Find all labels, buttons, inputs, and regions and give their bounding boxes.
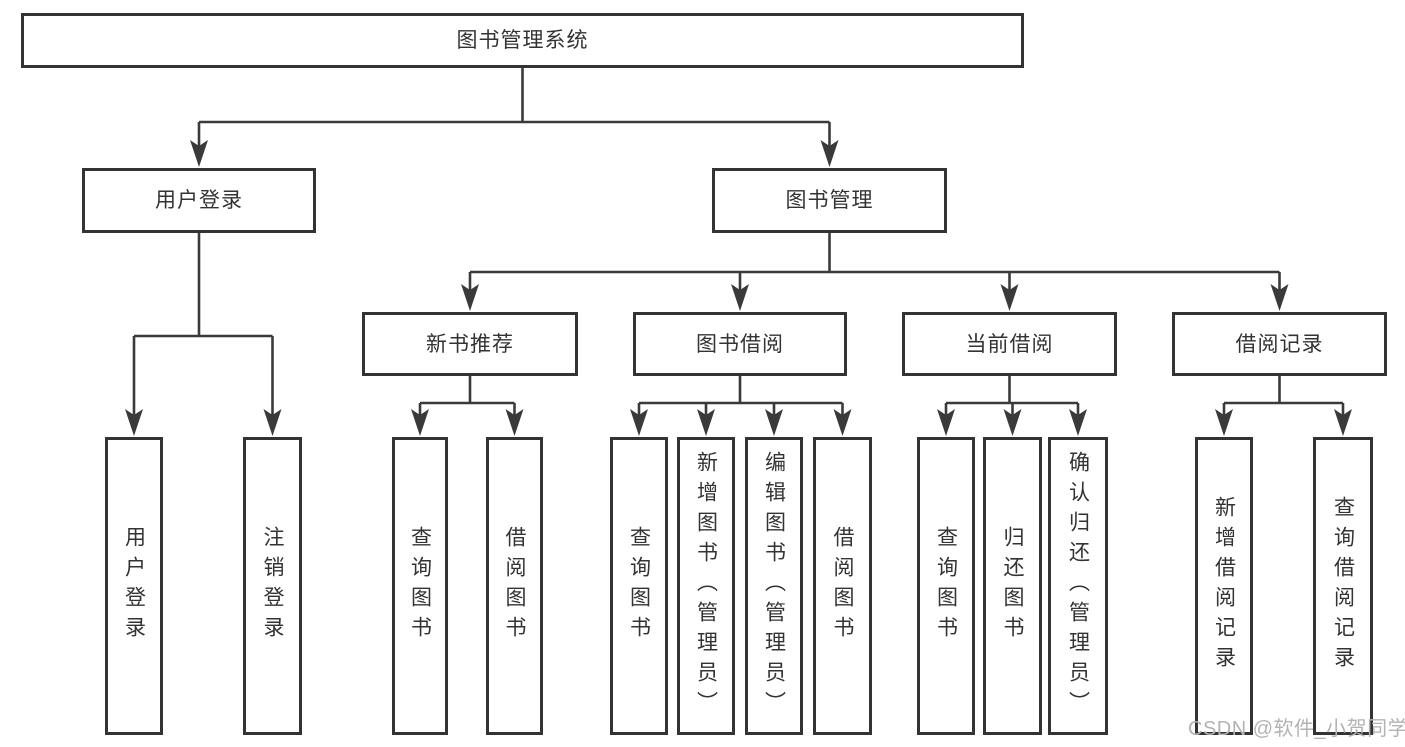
node-br-query-record: 查询借阅记录 [1313,437,1373,735]
node-nbr-query-books: 查询图书 [392,437,448,735]
node-bb-add-books-admin: 新增图书（管理员） [677,437,735,735]
node-bb-borrow-books: 借阅图书 [813,437,872,735]
node-bb-query-books: 查询图书 [610,437,668,735]
node-current-borrow: 当前借阅 [902,312,1117,376]
node-nbr-borrow-books: 借阅图书 [486,437,543,735]
node-book-management: 图书管理 [712,168,947,233]
node-br-add-record: 新增借阅记录 [1195,437,1253,735]
node-cb-confirm-return-admin: 确认归还（管理员） [1048,437,1108,735]
node-user-login-action: 用户登录 [105,437,163,735]
node-system-root: 图书管理系统 [21,13,1024,68]
node-user-login-group: 用户登录 [82,168,316,233]
node-bb-edit-books-admin: 编辑图书（管理员） [745,437,803,735]
node-logout-action: 注销登录 [243,437,302,735]
node-borrow-records: 借阅记录 [1172,312,1387,376]
node-cb-query-books: 查询图书 [917,437,975,735]
node-new-book-recommend: 新书推荐 [362,312,578,376]
node-book-borrow: 图书借阅 [633,312,847,376]
watermark: CSDN @软件_小贺同学 [1188,718,1405,740]
node-cb-return-books: 归还图书 [983,437,1042,735]
